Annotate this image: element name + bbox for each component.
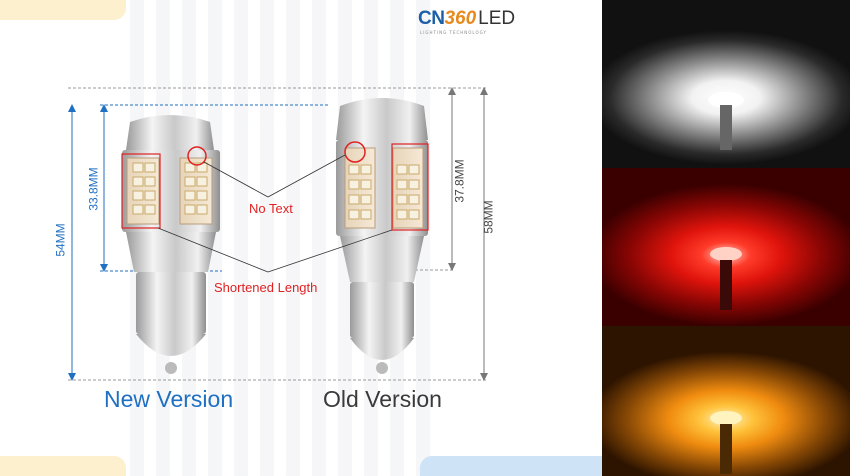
white-bulb-glow — [708, 92, 744, 150]
red-light-photo — [602, 168, 850, 326]
red-bulb-glow — [710, 247, 742, 310]
amber-light-photo — [602, 326, 850, 476]
logo-number: 360 — [444, 8, 477, 29]
dimension-label-58mm: 58MM — [481, 200, 496, 234]
logo-suffix: LED — [478, 8, 516, 29]
logo-brand: CN — [418, 8, 445, 29]
brand-logo: CN 360 LED LIGHTING TECHNOLOGY — [418, 8, 515, 36]
dimension-label-37-8mm: 37.8MM — [452, 159, 467, 203]
callout-no-text: No Text — [249, 201, 293, 216]
white-light-photo — [602, 0, 850, 168]
amber-bulb-glow — [710, 411, 742, 474]
corner-accent-bottom-right — [420, 456, 602, 476]
corner-accent-bottom-left — [0, 456, 126, 476]
logo-tagline: LIGHTING TECHNOLOGY — [420, 30, 487, 35]
dimension-label-54mm: 54MM — [53, 223, 68, 257]
corner-accent-top-left — [0, 0, 126, 20]
dimension-label-33-8mm: 33.8MM — [86, 167, 101, 211]
new-version-bulb — [121, 115, 220, 374]
old-version-label: Old Version — [323, 386, 442, 412]
new-version-label: New Version — [104, 386, 234, 412]
callout-shortened-length: Shortened Length — [214, 280, 318, 295]
callout-lines — [157, 154, 393, 273]
old-version-bulb — [336, 98, 429, 374]
